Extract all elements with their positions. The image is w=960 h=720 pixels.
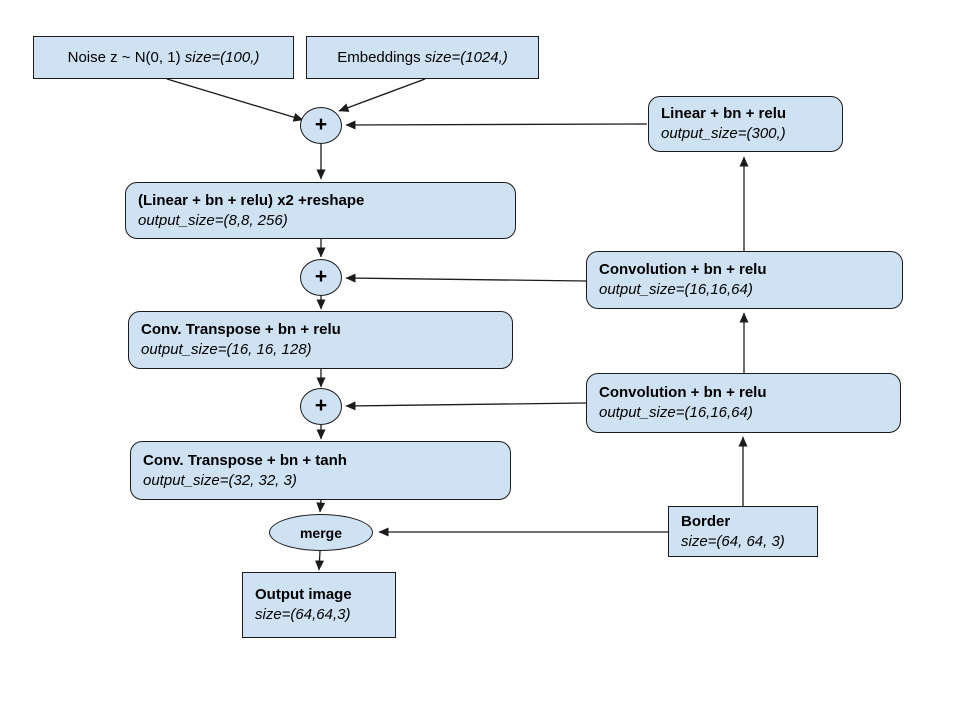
node-label: Noise z ~ N(0, 1) <box>67 49 181 66</box>
node-title: Linear + bn + relu <box>661 105 787 122</box>
node-convolution-2: Convolution + bn + relu output_size=(16,… <box>586 373 901 433</box>
node-sum-3: + <box>300 388 342 425</box>
node-size: size=(64,64,3) <box>255 606 351 623</box>
node-output-image: Output image size=(64,64,3) <box>242 572 396 638</box>
node-size: size=(1024,) <box>424 48 508 66</box>
node-noise-input: Noise z ~ N(0, 1) size=(100,) <box>33 36 294 79</box>
node-title: Convolution + bn + relu <box>599 384 767 401</box>
node-sum-1: + <box>300 107 342 144</box>
node-linear-x2-reshape: (Linear + bn + relu) x2 +reshape output_… <box>125 182 516 239</box>
node-label: merge <box>299 524 343 541</box>
node-size: output_size=(16, 16, 128) <box>141 341 312 358</box>
node-size: size=(64, 64, 3) <box>681 532 785 550</box>
plus-icon: + <box>314 265 328 288</box>
node-title: Output image <box>255 586 352 603</box>
edge-noise-to-sum1 <box>166 78 304 122</box>
edge-conv2-to-sum3 <box>345 401 587 411</box>
node-size: output_size=(32, 32, 3) <box>143 471 297 489</box>
node-embeddings-input: Embeddings size=(1024,) <box>306 36 539 79</box>
node-title: (Linear + bn + relu) x2 +reshape <box>138 191 365 209</box>
edge-embeddings-to-sum1 <box>338 78 426 112</box>
node-sum-2: + <box>300 259 342 296</box>
node-conv-transpose-relu: Conv. Transpose + bn + relu output_size=… <box>128 311 513 369</box>
plus-icon: + <box>314 394 328 417</box>
edge-merge-to-output <box>315 550 324 571</box>
node-size: output_size=(16,16,64) <box>599 281 753 298</box>
node-title: Conv. Transpose + bn + tanh <box>143 451 347 469</box>
node-conv-transpose-tanh: Conv. Transpose + bn + tanh output_size=… <box>130 441 511 500</box>
node-border: Border size=(64, 64, 3) <box>668 506 818 557</box>
node-size: output_size=(8,8, 256) <box>138 211 288 229</box>
edge-linear-to-sum1 <box>345 120 648 130</box>
plus-icon: + <box>314 113 328 136</box>
node-title: Conv. Transpose + bn + relu <box>141 321 341 338</box>
node-size: size=(100,) <box>184 48 260 66</box>
node-convolution-1: Convolution + bn + relu output_size=(16,… <box>586 251 903 309</box>
node-label: Embeddings <box>337 49 421 66</box>
edge-conv1-to-sum2 <box>345 273 587 283</box>
node-title: Convolution + bn + relu <box>599 261 767 278</box>
node-title: Border <box>681 512 731 530</box>
node-merge: merge <box>269 514 373 551</box>
node-size: output_size=(16,16,64) <box>599 404 753 421</box>
edge-convttanh-to-merge <box>316 499 326 513</box>
node-linear-bn-relu: Linear + bn + relu output_size=(300,) <box>648 96 843 152</box>
node-size: output_size=(300,) <box>661 125 786 142</box>
